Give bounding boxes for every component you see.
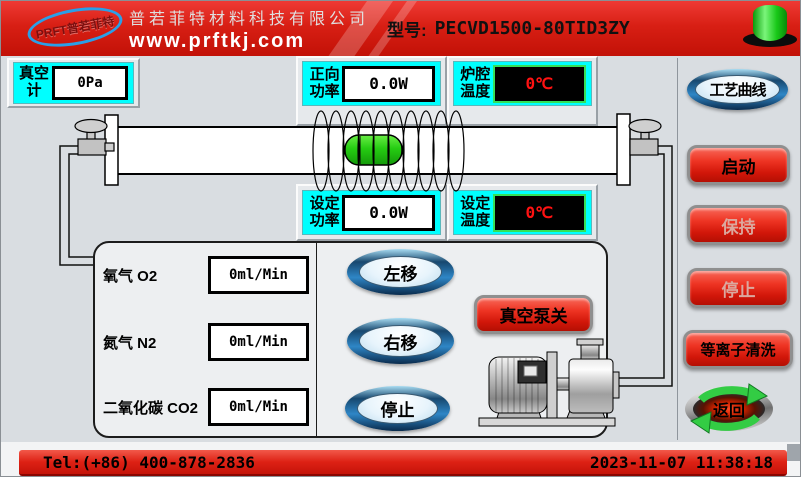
vacuum-gauge-value: 0Pa: [52, 66, 128, 100]
website-url: www.prftkj.com: [129, 30, 306, 52]
gas-row-o2: 氧气 O2 0ml/Min: [103, 255, 309, 295]
gas-panel-divider: [316, 243, 317, 436]
set-temp-label: 设定温度: [460, 194, 491, 229]
move-right-label: 右移: [358, 324, 443, 358]
vacuum-pump-button[interactable]: 真空泵关: [474, 295, 593, 334]
gas-flow-value-co2[interactable]: 0ml/Min: [208, 388, 309, 426]
right-valve: [628, 118, 662, 156]
back-button-label: 返回: [712, 403, 745, 420]
left-valve: [74, 118, 115, 156]
gas-pipe-left: [59, 145, 93, 266]
gas-label-o2: 氧气 O2: [103, 267, 158, 285]
company-name: 普若菲特材料科技有限公司: [129, 11, 370, 28]
move-left-label: 左移: [358, 255, 443, 289]
process-curve-button[interactable]: 工艺曲线: [687, 69, 788, 110]
set-temp-panel: 设定温度 0℃: [447, 184, 598, 241]
move-stop-button[interactable]: 停止: [345, 386, 450, 431]
gas-label-co2: 二氧化碳 CO2: [103, 399, 199, 417]
chamber-temp-inner: 炉腔温度 0℃: [453, 61, 592, 106]
footer-corner-block: [787, 444, 800, 461]
gas-row-co2: 二氧化碳 CO2 0ml/Min: [103, 387, 309, 427]
vacuum-gauge-panel: 真空计 0Pa: [7, 58, 140, 108]
forward-power-inner: 正向功率 0.0W: [302, 61, 441, 106]
right-column-divider: [677, 58, 678, 440]
model-block: 型号: PECVD1500-80TID3ZY: [387, 1, 630, 56]
company-block: 普若菲特材料科技有限公司 www.prftkj.com: [129, 5, 369, 53]
plasma-clean-button[interactable]: 等离子清洗: [683, 330, 793, 369]
move-left-button[interactable]: 左移: [347, 249, 454, 295]
forward-power-value: 0.0W: [342, 65, 435, 102]
gas-flow-value-n2[interactable]: 0ml/Min: [208, 323, 309, 361]
footer: Tel:(+86) 400-878-2836 2023-11-07 11:38:…: [1, 442, 800, 476]
stop-button[interactable]: 停止: [687, 268, 790, 308]
set-temp-value[interactable]: 0℃: [492, 193, 586, 232]
header: PRFT普若菲特 普若菲特材料科技有限公司 www.prftkj.com 型号:…: [1, 1, 800, 56]
chamber-temp-label: 炉腔温度: [460, 65, 491, 100]
chamber-temp-value: 0℃: [492, 64, 586, 103]
recycle-arrows-icon: [689, 383, 769, 434]
main-area: 真空计 0Pa 正向功率 0.0W 炉腔温度 0℃ 设定功率 0.0W: [1, 56, 800, 442]
vacuum-gauge-inner: 真空计 0Pa: [13, 62, 134, 104]
power-status-light-icon: [743, 3, 797, 49]
datetime-text: 2023-11-07 11:38:18: [589, 452, 773, 472]
back-button[interactable]: 返回: [685, 383, 773, 434]
company-logo: PRFT普若菲特: [24, 1, 126, 54]
set-power-value[interactable]: 0.0W: [342, 194, 435, 231]
logo-text: PRFT普若菲特: [34, 13, 116, 42]
set-temp-inner: 设定温度 0℃: [453, 190, 592, 235]
model-label: 型号:: [387, 21, 427, 40]
gas-label-n2: 氮气 N2: [103, 334, 157, 352]
forward-power-panel: 正向功率 0.0W: [296, 56, 447, 126]
forward-power-label: 正向功率: [309, 65, 340, 100]
move-stop-label: 停止: [356, 392, 439, 425]
model-value: PECVD1500-80TID3ZY: [434, 18, 630, 39]
footer-bar: Tel:(+86) 400-878-2836 2023-11-07 11:38:…: [19, 450, 787, 476]
set-power-panel: 设定功率 0.0W: [296, 184, 447, 241]
process-curve-label: 工艺曲线: [695, 74, 780, 105]
gas-row-n2: 氮气 N2 0ml/Min: [103, 322, 309, 362]
start-button[interactable]: 启动: [687, 145, 790, 185]
hold-button[interactable]: 保持: [687, 205, 790, 245]
vacuum-gauge-label: 真空计: [18, 65, 49, 99]
gas-flow-value-o2[interactable]: 0ml/Min: [208, 256, 309, 294]
vacuum-pipe-right: [613, 145, 673, 387]
set-power-label: 设定功率: [309, 194, 340, 229]
chamber-temp-panel: 炉腔温度 0℃: [447, 56, 598, 126]
set-power-inner: 设定功率 0.0W: [302, 190, 441, 235]
move-right-button[interactable]: 右移: [347, 318, 454, 364]
tel-text: Tel:(+86) 400-878-2836: [43, 452, 255, 472]
status-light-body: [753, 5, 787, 41]
sample-boat: [344, 134, 403, 166]
